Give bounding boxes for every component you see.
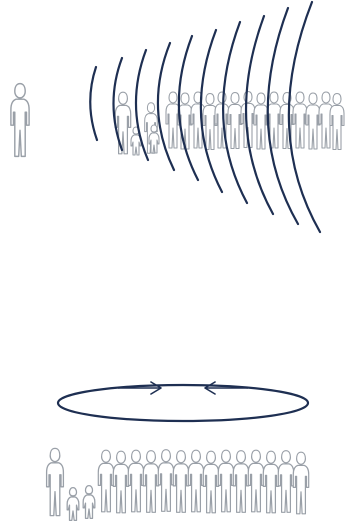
audience-crowd-bottom — [47, 448, 309, 520]
panel-two-way-conversation — [47, 382, 309, 520]
sound-wave-1 — [90, 67, 97, 140]
panel-one-way-broadcast — [11, 2, 344, 232]
arrow-right-icon — [118, 382, 161, 394]
arrow-left-icon — [205, 382, 248, 394]
conversation-loop — [58, 385, 308, 421]
speaker-figure — [11, 84, 29, 157]
audience-crowd-top — [115, 92, 344, 156]
